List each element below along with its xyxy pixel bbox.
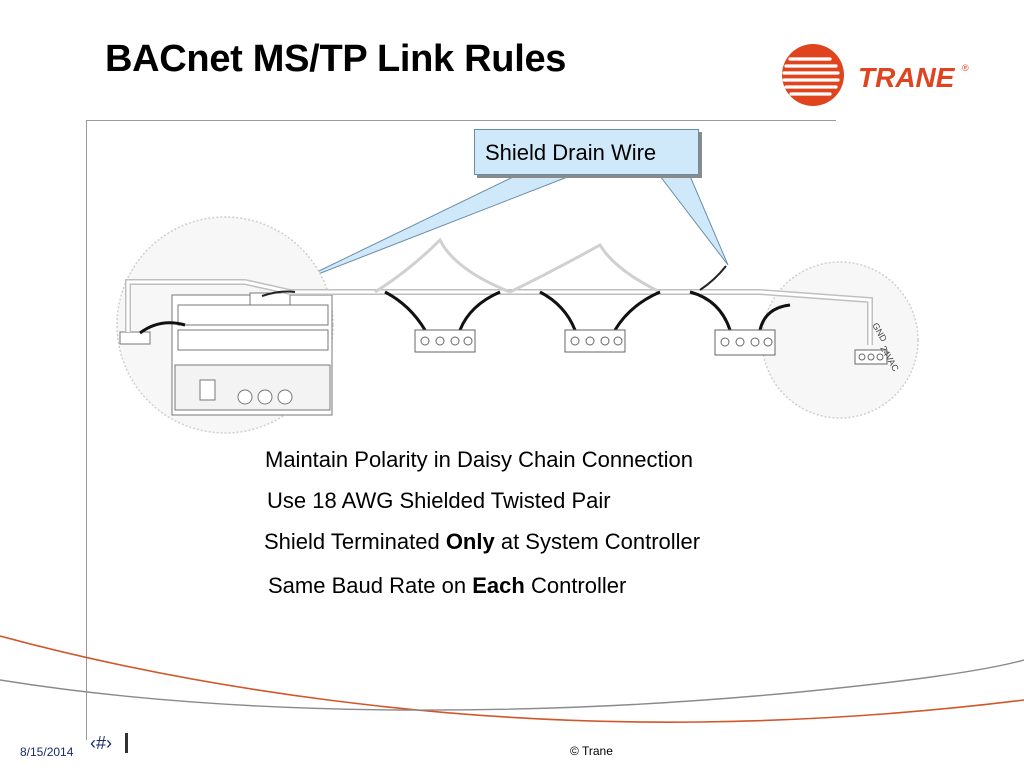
wiring-diagram: GND 24VAC <box>116 175 919 434</box>
twisted-pair-black <box>139 321 186 335</box>
twisted-pair-black <box>539 290 577 331</box>
copyright-text: © Trane <box>570 744 613 758</box>
frame-top-line <box>86 120 836 121</box>
twisted-pair-black <box>384 290 427 331</box>
callout-label: Shield Drain Wire <box>485 140 657 165</box>
rule-text: Use 18 AWG Shielded Twisted Pair <box>267 488 611 513</box>
drain-wire <box>699 265 727 291</box>
end-controller-zoom <box>761 261 919 419</box>
twisted-pair-black <box>458 290 501 331</box>
footer-swoosh <box>0 635 1024 723</box>
footer-date: 8/15/2014 <box>20 745 74 759</box>
footer-separator <box>125 733 128 753</box>
swoosh-gray <box>0 659 1024 711</box>
terminal-block <box>414 329 476 353</box>
swoosh-orange <box>0 635 1024 723</box>
twisted-pair-black <box>613 290 661 331</box>
twisted-pair-black <box>689 290 732 331</box>
slide-title: BACnet MS/TP Link Rules <box>105 38 567 80</box>
frame-left-line <box>86 120 87 740</box>
rule-emphasis: Only <box>445 529 495 554</box>
rule-text: Shield Terminated <box>264 529 446 554</box>
rule-text: at System Controller <box>494 529 701 554</box>
callout-pointer <box>658 175 729 266</box>
trane-circle-icon <box>782 44 844 106</box>
rule-text: Controller <box>524 573 627 598</box>
trane-logo: TRANE ® <box>782 44 969 106</box>
system-controller-board <box>119 292 333 416</box>
drain-wire <box>261 290 296 297</box>
terminal-block <box>854 349 888 365</box>
terminal-block <box>714 329 776 356</box>
shield-drain-callout: Shield Drain Wire <box>474 129 699 175</box>
rule-item: Shield Terminated Only at System Control… <box>264 529 700 555</box>
twisted-pair <box>374 237 511 294</box>
callout-pointer <box>289 175 571 286</box>
twisted-pair <box>509 242 661 294</box>
registered-mark: ® <box>962 63 969 73</box>
rule-item: Maintain Polarity in Daisy Chain Connect… <box>265 447 693 473</box>
rule-item: Use 18 AWG Shielded Twisted Pair <box>267 488 611 514</box>
rule-emphasis: Each <box>472 573 525 598</box>
twisted-pair-black <box>758 303 791 331</box>
terminal-block <box>564 329 626 353</box>
rule-text: Maintain Polarity in Daisy Chain Connect… <box>265 447 693 472</box>
rule-text: Same Baud Rate on <box>268 573 473 598</box>
trane-wordmark: TRANE <box>858 62 956 93</box>
rule-item: Same Baud Rate on Each Controller <box>268 573 626 599</box>
page-number: ‹#› <box>90 733 112 753</box>
